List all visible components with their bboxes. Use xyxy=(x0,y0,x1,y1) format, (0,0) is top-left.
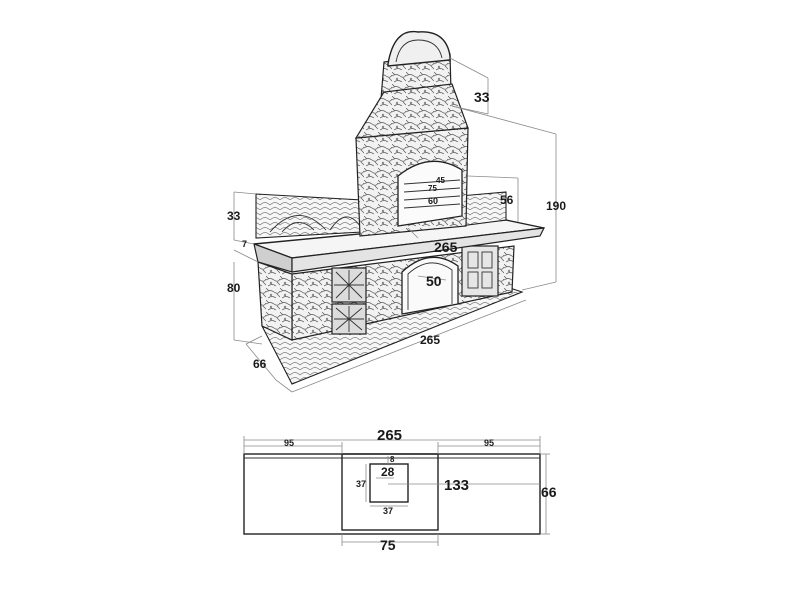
dim-chimney-top: 33 xyxy=(474,89,490,105)
dim-firebox-width-top: 45 xyxy=(436,176,445,185)
dim-total-height: 190 xyxy=(546,199,566,213)
plan-dim-total-width: 265 xyxy=(377,427,402,444)
plan-dim-firebox-bottom: 37 xyxy=(383,506,393,516)
central-arch-niche xyxy=(401,256,459,315)
plan-dim-firebox-side: 37 xyxy=(356,479,366,489)
left-cabinet-doors xyxy=(331,267,367,335)
dim-width-counter: 265 xyxy=(434,239,458,255)
plan-dim-firebox-offset: 8 xyxy=(390,455,395,464)
plan-dimension-lines xyxy=(243,436,550,546)
plan-dim-right-wing: 95 xyxy=(484,438,494,448)
backsplash xyxy=(255,193,363,239)
plan-dim-left-wing: 95 xyxy=(284,438,294,448)
plan-firebox xyxy=(369,463,409,503)
perspective-dimension-lines xyxy=(233,57,557,393)
dim-base-height: 80 xyxy=(227,281,241,295)
perspective-view: 33 190 56 33 7 80 66 265 265 45 75 60 50 xyxy=(227,30,566,393)
plan-dim-firebox-inner: 28 xyxy=(381,465,395,479)
plan-view: 265 95 95 75 66 8 28 37 37 133 xyxy=(243,427,557,553)
chimney-arch-cap xyxy=(387,30,451,67)
cabinet-left-side xyxy=(257,261,293,341)
dim-firebox-opening: 60 xyxy=(428,196,438,206)
dim-width-front: 265 xyxy=(420,333,440,347)
plan-dim-firebox-to-edge: 133 xyxy=(444,477,469,494)
plan-dim-center-width: 75 xyxy=(380,537,396,553)
dim-firebox-width-mid: 75 xyxy=(428,184,437,193)
dim-arch-opening: 50 xyxy=(426,273,442,289)
chimney-hood xyxy=(354,83,469,139)
plan-center-section xyxy=(341,453,439,531)
dim-oven-side-height: 56 xyxy=(500,193,514,207)
dim-backsplash-height: 33 xyxy=(227,209,241,223)
right-cabinet-doors xyxy=(461,245,499,297)
dim-counter-thickness: 7 xyxy=(242,239,247,249)
plan-dim-depth: 66 xyxy=(541,484,557,500)
dim-depth: 66 xyxy=(253,357,267,371)
firebox-opening xyxy=(397,160,463,227)
